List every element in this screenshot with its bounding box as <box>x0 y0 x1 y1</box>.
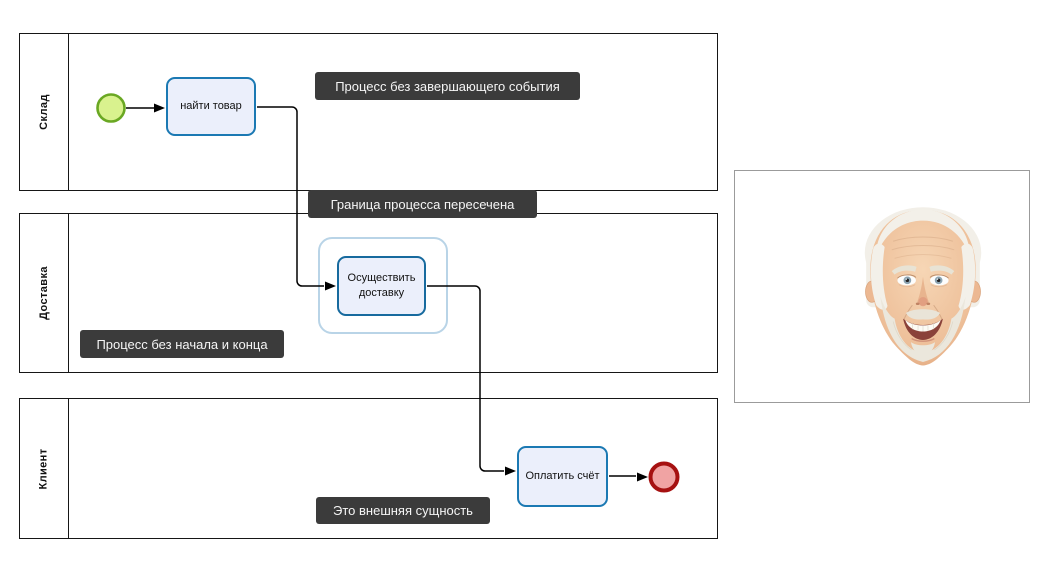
task-pay-bill[interactable]: Оплатить счёт <box>517 446 608 507</box>
annotation-no-start-no-end-text: Процесс без начала и конца <box>96 336 268 352</box>
task-find-goods-label: найти товар <box>180 100 242 113</box>
task-deliver-label: Осуществить доставку <box>347 272 416 299</box>
flow-start-to-find[interactable] <box>126 103 165 113</box>
flow-find-to-deliver[interactable] <box>257 106 336 291</box>
flow-pay-to-end[interactable] <box>609 472 648 482</box>
meme-panel[interactable] <box>734 170 1030 403</box>
lane-klient-header: Клиент <box>20 399 69 538</box>
start-event[interactable] <box>96 93 126 123</box>
annotation-no-end-event[interactable]: Процесс без завершающего события <box>315 72 580 100</box>
flow-deliver-to-pay[interactable] <box>427 285 516 476</box>
task-deliver[interactable]: Осуществить доставку <box>337 256 426 316</box>
annotation-external-entity-text: Это внешняя сущность <box>333 503 473 518</box>
annotation-external-entity[interactable]: Это внешняя сущность <box>316 497 490 524</box>
end-event[interactable] <box>648 461 680 493</box>
harold-face-image <box>864 207 982 366</box>
annotation-boundary-crossed[interactable]: Граница процесса пересечена <box>308 190 537 218</box>
lane-sklad[interactable]: Склад <box>19 33 718 191</box>
lane-sklad-header: Склад <box>20 34 69 190</box>
task-pay-bill-label: Оплатить счёт <box>525 470 600 483</box>
annotation-no-start-no-end[interactable]: Процесс без начала и конца <box>80 330 284 358</box>
task-find-goods[interactable]: найти товар <box>166 77 256 136</box>
annotation-boundary-crossed-text: Граница процесса пересечена <box>330 196 515 212</box>
lane-dostavka-header: Доставка <box>20 214 69 372</box>
annotation-no-end-event-text: Процесс без завершающего события <box>335 78 560 94</box>
